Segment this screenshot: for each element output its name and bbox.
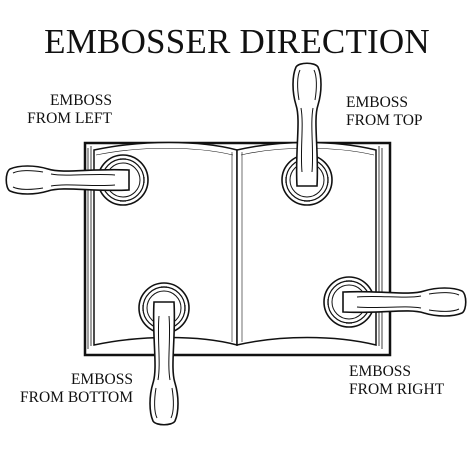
label-emboss-from-left: EMBOSS FROM LEFT [27, 92, 112, 127]
label-emboss-from-top: EMBOSS FROM TOP [346, 94, 423, 129]
label-emboss-from-right: EMBOSS FROM RIGHT [349, 363, 445, 398]
embosser-from-top [281, 62, 333, 206]
embosser-from-right [323, 276, 467, 328]
diagram-title: EMBOSSER DIRECTION [44, 22, 430, 61]
embosser-from-left [5, 154, 149, 206]
label-emboss-from-bottom: EMBOSS FROM BOTTOM [20, 371, 133, 406]
